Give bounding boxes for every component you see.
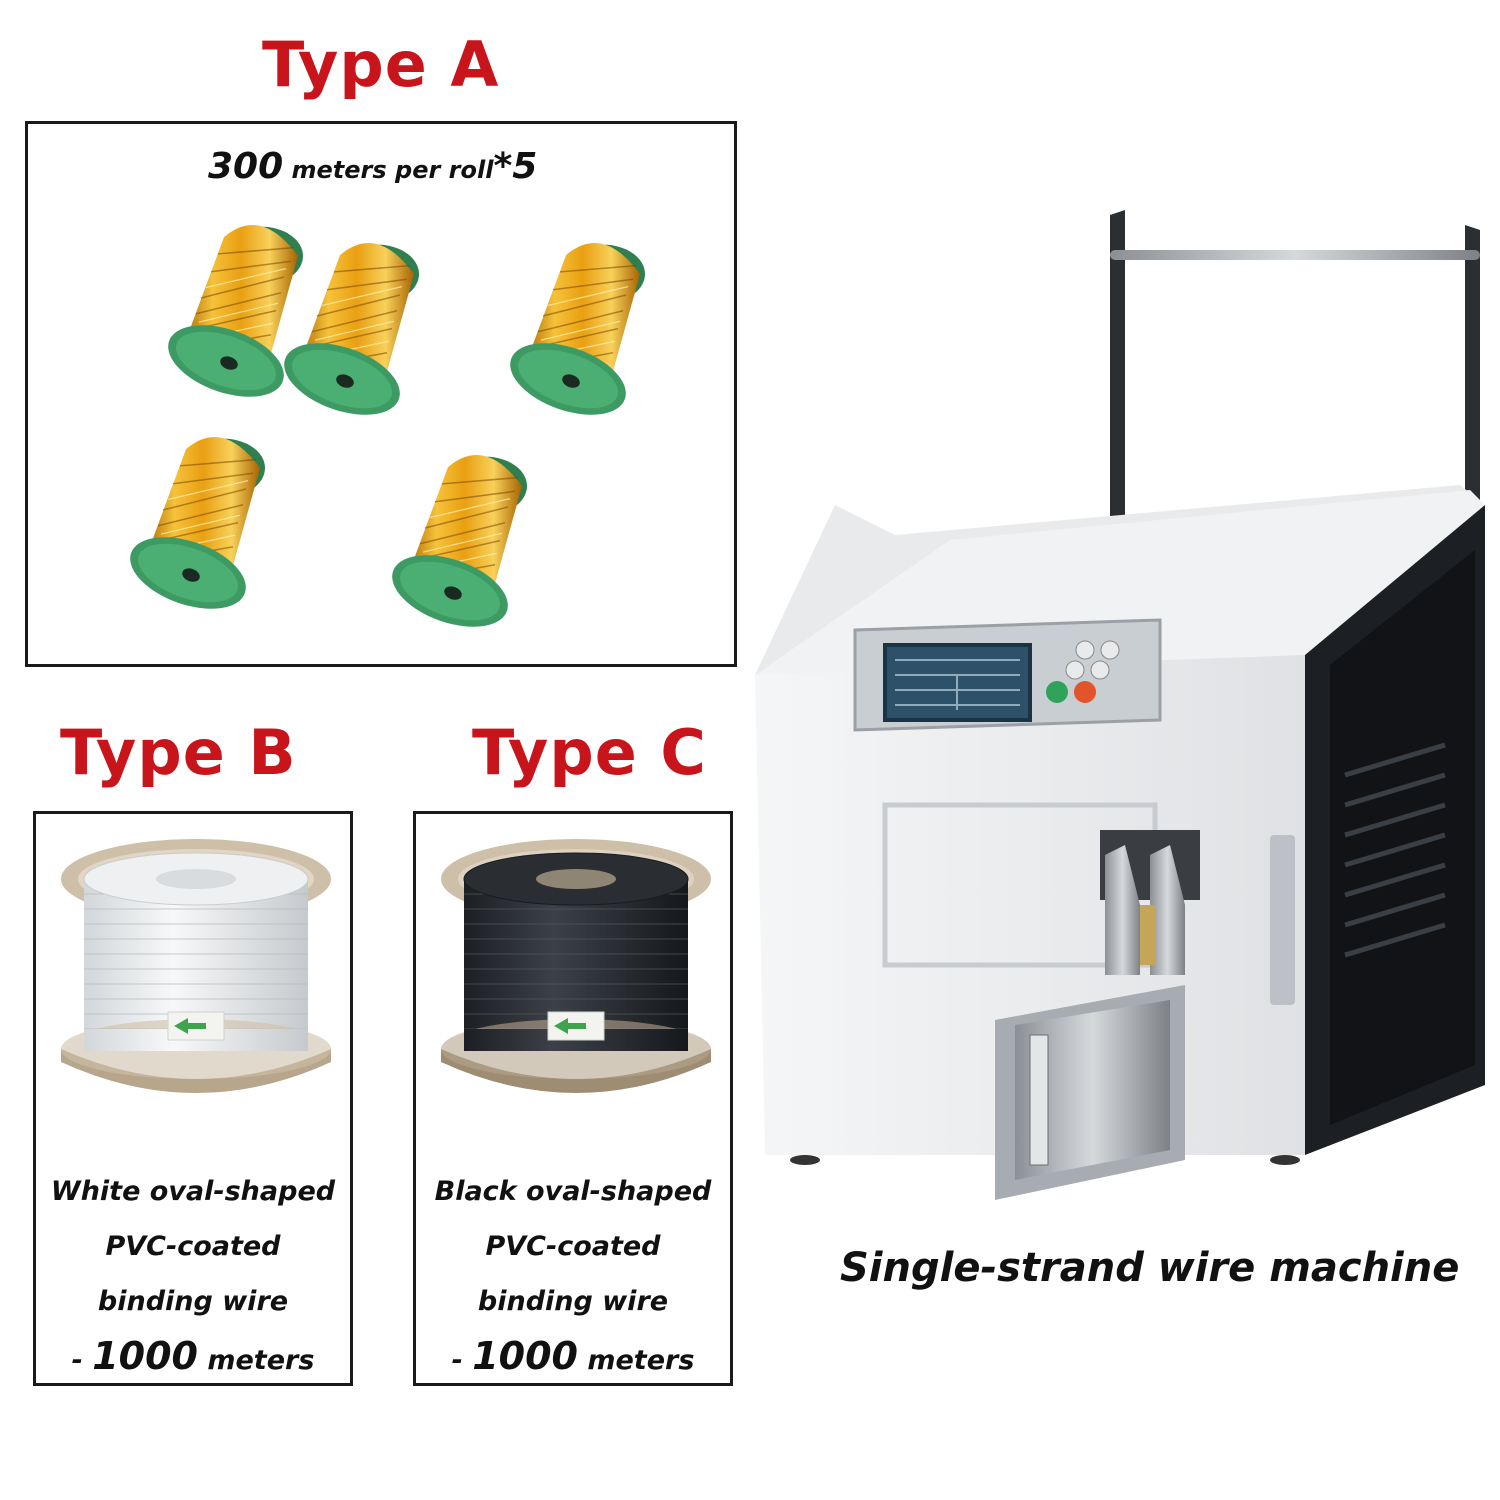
type-c-desc-line: binding wire [477, 1286, 669, 1317]
type-a-caption-text: meters per roll [291, 156, 494, 184]
type-b-length-value: 1000 [92, 1334, 198, 1378]
white-wire-reel-image [61, 839, 331, 1093]
type-a-panel: 300 meters per roll*5 [25, 121, 737, 667]
type-b-length-prefix: - [71, 1345, 93, 1376]
type-c-desc-line: PVC-coated [485, 1231, 661, 1262]
type-c-length-unit: meters [577, 1345, 695, 1376]
gold-spool-image [508, 242, 646, 427]
type-b-panel: White oval-shaped PVC-coated binding wir… [33, 811, 353, 1386]
type-c-desc-line: Black oval-shaped [434, 1176, 712, 1207]
type-b-description: White oval-shaped PVC-coated binding wir… [36, 1164, 350, 1388]
type-a-caption-multiplier: *5 [493, 146, 538, 187]
type-c-length-value: 1000 [472, 1334, 578, 1378]
gold-spool-image [128, 436, 266, 621]
type-b-length-unit: meters [197, 1345, 315, 1376]
type-c-length: - 1000 meters [416, 1329, 730, 1388]
type-c-title: Type C [472, 716, 707, 789]
spool-holder-frame [1110, 210, 1480, 560]
type-a-title: Type A [262, 28, 500, 101]
type-c-description: Black oval-shaped PVC-coated binding wir… [416, 1164, 730, 1388]
wire-binding-machine-image [755, 210, 1485, 1200]
type-c-panel: Black oval-shaped PVC-coated binding wir… [413, 811, 733, 1386]
type-c-length-prefix: - [451, 1345, 473, 1376]
type-b-length: - 1000 meters [36, 1329, 350, 1388]
black-wire-reel-image [441, 839, 711, 1093]
type-b-desc-line: White oval-shaped [50, 1176, 336, 1207]
machine-caption: Single-strand wire machine [840, 1245, 1460, 1291]
gold-spool-image [390, 454, 528, 639]
type-b-desc-line: binding wire [97, 1286, 289, 1317]
type-b-title: Type B [60, 716, 297, 789]
type-a-caption-number: 300 [208, 146, 284, 187]
type-b-desc-line: PVC-coated [105, 1231, 281, 1262]
type-a-caption: 300 meters per roll*5 [208, 146, 537, 187]
gold-spool-image [282, 242, 420, 427]
